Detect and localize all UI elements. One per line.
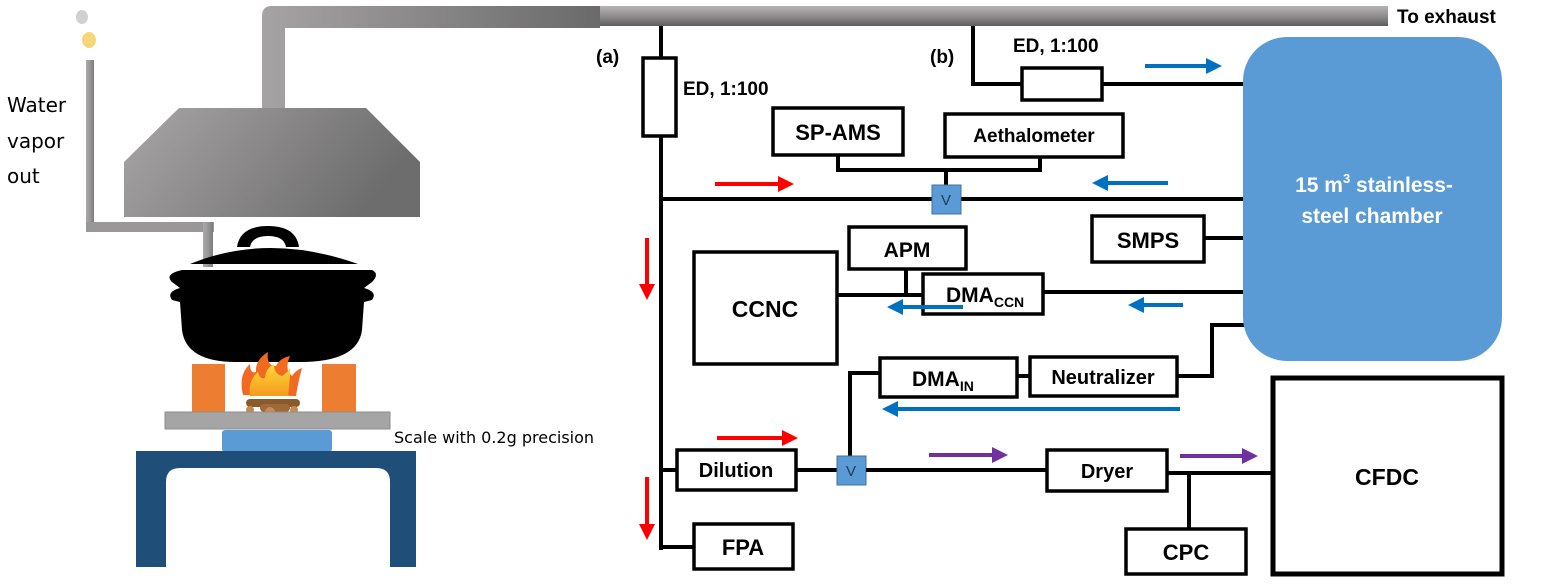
ccnc-box[interactable] <box>692 250 839 366</box>
apm-label: APM <box>884 239 931 262</box>
chamber-label: 15 m3 stainless- <box>1295 171 1453 197</box>
table <box>136 451 416 567</box>
smps-box[interactable] <box>1090 214 1206 264</box>
scale-pad <box>222 430 332 452</box>
panel-b-label: (b) <box>930 47 954 68</box>
ed-b-box <box>1020 66 1104 102</box>
brick-right <box>322 364 356 414</box>
neutralizer-label: Neutralizer <box>1051 367 1155 389</box>
dma-ccn-label: DMACCN <box>946 284 1024 310</box>
line-b-top <box>971 26 1022 86</box>
platform <box>164 411 391 430</box>
range-hood <box>124 108 420 217</box>
pot-body <box>169 270 376 362</box>
sp-ams-box[interactable] <box>771 106 905 157</box>
line-chamber-neutralizer <box>1177 323 1244 378</box>
hood-duct <box>262 6 600 108</box>
valve-top-label: V <box>941 192 951 209</box>
valve-top[interactable] <box>931 184 962 215</box>
chamber-label-line2: steel chamber <box>1301 205 1442 228</box>
fpa-label: FPA <box>722 535 764 560</box>
cooking-setup: Water vapor out Scale <box>7 6 600 567</box>
dma-in-label: DMAIN <box>912 368 974 394</box>
dma-in-box[interactable] <box>878 356 1019 399</box>
vapor-pipe <box>86 60 94 232</box>
aethalometer-box[interactable] <box>943 112 1125 159</box>
vapor-puff-icon <box>76 10 88 24</box>
smps-label: SMPS <box>1117 228 1179 253</box>
fpa-box[interactable] <box>692 522 795 571</box>
line-dma-in-valve <box>848 371 880 458</box>
sp-ams-label: SP-AMS <box>795 120 881 145</box>
dryer-box[interactable] <box>1045 448 1169 493</box>
dryer-label: Dryer <box>1081 461 1133 483</box>
ed-b-label: ED, 1:100 <box>1013 36 1099 57</box>
water-vapor-label: Water vapor out <box>7 93 72 188</box>
ed-a-box <box>641 56 678 138</box>
dilution-label: Dilution <box>699 460 773 482</box>
stainless-steel-chamber[interactable] <box>1243 37 1502 361</box>
aethalometer-label: Aethalometer <box>973 126 1095 147</box>
pot-lid <box>190 248 358 264</box>
brick-left <box>192 364 225 414</box>
cfdc-box[interactable] <box>1270 375 1505 577</box>
cpc-box[interactable] <box>1124 527 1248 576</box>
scale-label: Scale with 0.2g precision <box>394 428 594 447</box>
vapor-pipe-horizontal <box>86 222 214 232</box>
pot-lid-handle <box>237 226 299 247</box>
dilution-box[interactable] <box>675 448 798 492</box>
cpc-label: CPC <box>1163 540 1210 565</box>
line-spams-aeth <box>836 155 1042 172</box>
vapor-pipe-down <box>203 222 213 267</box>
apm-box[interactable] <box>847 225 968 271</box>
ccnc-label: CCNC <box>732 296 798 322</box>
valve-bottom[interactable] <box>836 455 867 486</box>
panel-a-label: (a) <box>596 47 619 68</box>
exhaust-duct <box>600 6 1388 26</box>
cfdc-label: CFDC <box>1355 464 1419 490</box>
valve-bottom-label: V <box>846 463 856 480</box>
fire-icon <box>241 352 302 417</box>
ed-a-label: ED, 1:100 <box>683 79 769 100</box>
to-exhaust-label: To exhaust <box>1397 7 1497 28</box>
vapor-puff-icon <box>82 32 96 48</box>
